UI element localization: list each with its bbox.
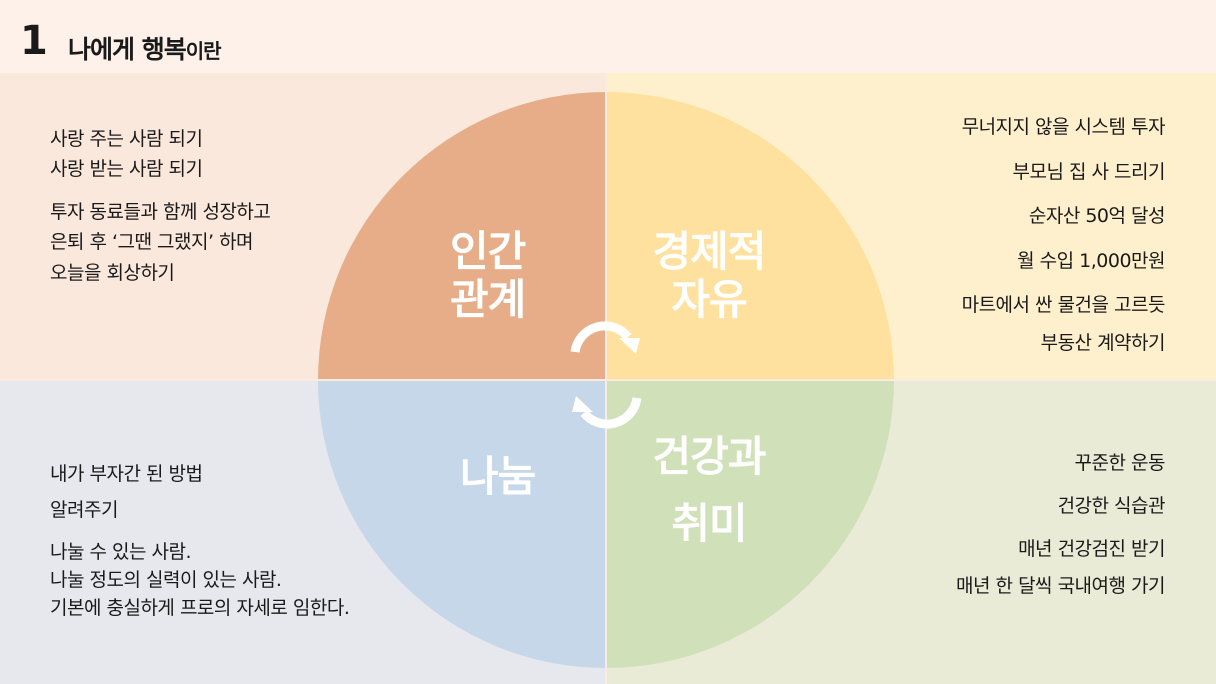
text-line: 마트에서 싼 물건을 고르듯 [961,294,1166,316]
text-line: 부모님 집 사 드리기 [1012,160,1166,183]
title-part: 행복 [141,35,187,64]
label-line: 취미 [671,499,747,549]
text-line: 오늘을 회상하기 [50,261,175,284]
header: 1 나에게 행복이란 [0,0,1216,73]
label-line: 경제적 [652,227,767,276]
cycle-arrow-top-icon [570,321,640,354]
text-line: 월 수입 1,000만원 [1017,249,1165,272]
cycle-arrow-bottom-icon [572,396,642,429]
text-line: 매년 한 달씩 국내여행 가기 [956,575,1165,597]
label-line: 자유 [671,275,747,325]
text-line: 투자 동료들과 함께 성장하고 [50,200,271,223]
label-sharing: 나눔 [460,452,536,501]
wedge-freedom [606,92,894,380]
text-line: 은퇴 후 ‘그땐 그랬지’ 하며 [50,231,254,254]
text-line: 사랑 받는 사람 되기 [50,158,203,181]
wedge-relations [318,92,606,380]
text-line: 무너지지 않을 시스템 투자 [961,116,1166,138]
relations-text: 사랑 주는 사람 되기 사랑 받는 사람 되기 투자 동료들과 함께 성장하고 … [50,124,271,288]
label-line: 관계 [450,275,526,325]
text-line: 나눌 수 있는 사람. [50,541,192,563]
label-line: 나눔 [460,452,536,501]
section-number: 1 [20,18,48,64]
text-line: 알려주기 [50,499,118,521]
text-line: 나눌 정도의 실력이 있는 사람. [50,569,282,591]
text-line: 내가 부자간 된 방법 [50,463,203,485]
label-line: 인간 [450,227,526,276]
text-line: 사랑 주는 사람 되기 [50,128,203,150]
page-title: 나에게 행복이란 [68,30,222,66]
sharing-text: 내가 부자간 된 방법 알려주기 나눌 수 있는 사람. 나눌 정도의 실력이 … [50,456,350,622]
label-line: 건강과 [652,432,767,481]
health-text: 꾸준한 운동 건강한 식습관 매년 건강검진 받기 매년 한 달씩 국내여행 가… [956,442,1165,601]
text-line: 순자산 50억 달성 [1028,205,1166,227]
text-line: 부동산 계약하기 [1040,331,1166,354]
title-part: 이란 [185,39,222,63]
text-line: 꾸준한 운동 [1074,452,1166,474]
title-part: 나에게 [68,35,142,64]
wedge-sharing [318,380,606,668]
freedom-text: 무너지지 않을 시스템 투자 부모님 집 사 드리기 순자산 50억 달성 월 … [961,105,1166,358]
text-line: 기본에 충실하게 프로의 자세로 임한다. [50,597,350,619]
text-line: 건강한 식습관 [1057,495,1166,517]
text-line: 매년 건강검진 받기 [1018,538,1165,560]
wedge-health [606,380,894,668]
